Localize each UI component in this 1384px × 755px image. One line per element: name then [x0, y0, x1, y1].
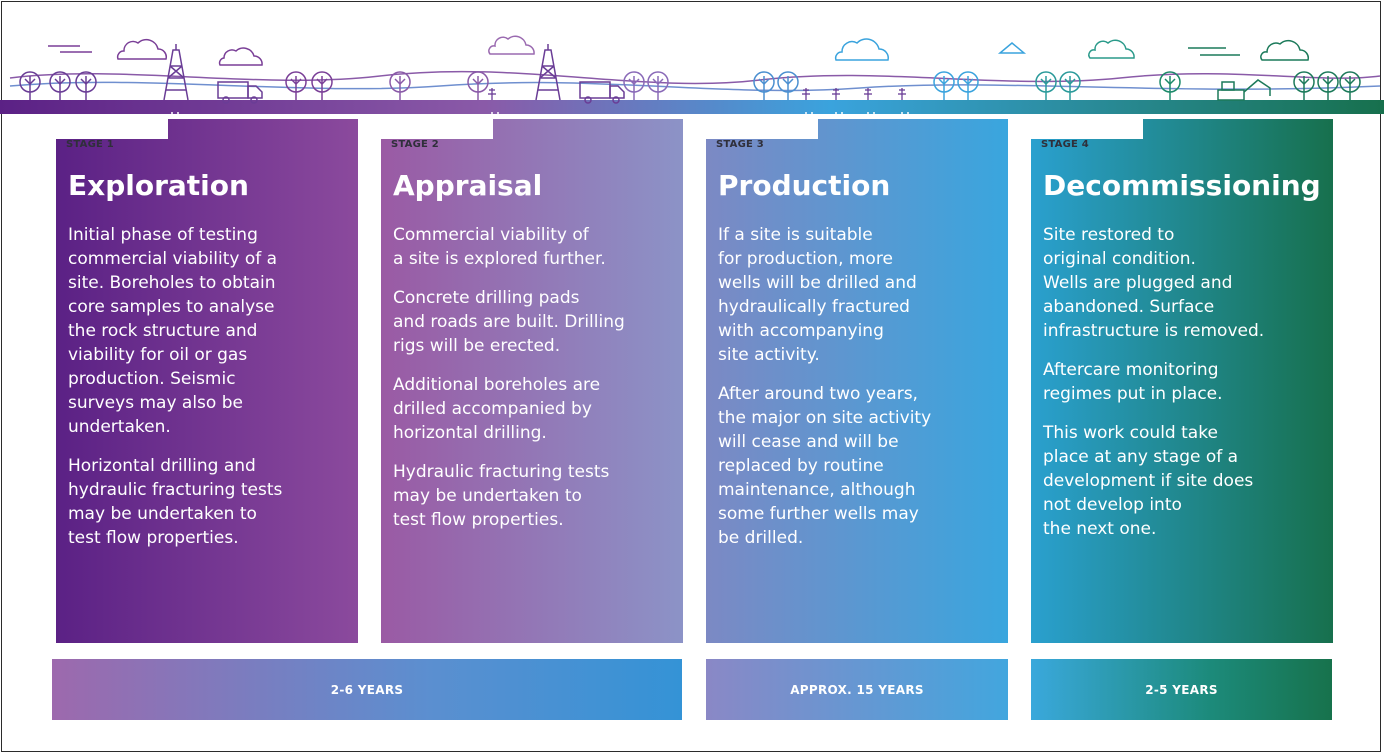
cloud-icon: [488, 35, 535, 55]
tree-icon: [311, 71, 333, 100]
stage-label: STAGE 1: [66, 139, 114, 150]
wellhead-icon: [832, 88, 840, 100]
tree-icon: [1159, 71, 1181, 100]
wellhead-icon: [898, 88, 906, 100]
drilling-rig-icon: [535, 44, 561, 101]
stage-paragraph: Initial phase of testing commercial viab…: [68, 225, 278, 437]
cloud-icon: [1260, 39, 1309, 61]
stage-paragraph: After around two years, the major on sit…: [718, 384, 932, 548]
trees-group: [19, 71, 1361, 100]
truck-icon: [579, 81, 625, 104]
wellhead-icon: [864, 88, 872, 100]
cloud-icon: [1088, 39, 1135, 59]
cloud-icon: [116, 38, 167, 60]
excavator-icon: [1217, 79, 1271, 101]
duration-bar-stages-1-2: 2-6 YEARS: [52, 659, 682, 720]
stage-paragraph: Hydraulic fracturing tests may be undert…: [393, 462, 610, 530]
tree-icon: [1339, 71, 1361, 100]
stage-card-appraisal: STAGE 2 Appraisal Commercial viability o…: [381, 119, 683, 643]
stage-title: Production: [718, 169, 891, 202]
stage-tab: STAGE 2: [381, 119, 493, 150]
stage-label: STAGE 3: [716, 139, 764, 150]
stage-description: If a site is suitable for production, mo…: [718, 223, 1004, 565]
truck-icon: [217, 81, 263, 104]
tree-icon: [467, 71, 489, 100]
duration-label: 2-5 YEARS: [1145, 682, 1218, 697]
tree-icon: [49, 71, 71, 100]
wellhead-icon: [488, 88, 496, 100]
tree-icon: [1317, 71, 1339, 100]
duration-bar-stage-4: 2-5 YEARS: [1031, 659, 1332, 720]
stage-tab: STAGE 4: [1031, 119, 1143, 150]
stage-card-production: STAGE 3 Production If a site is suitable…: [706, 119, 1008, 643]
tree-icon: [957, 71, 979, 100]
stage-card-exploration: STAGE 1 Exploration Initial phase of tes…: [56, 119, 358, 643]
tree-icon: [647, 71, 669, 100]
stage-paragraph: Site restored to original condition. Wel…: [1043, 225, 1265, 341]
tree-icon: [1035, 71, 1057, 100]
hill-line: [9, 70, 1381, 85]
stage-paragraph: If a site is suitable for production, mo…: [718, 225, 917, 365]
stage-description: Commercial viability of a site is explor…: [393, 223, 679, 547]
cloud-icon: [997, 42, 1027, 54]
stage-label: STAGE 2: [391, 139, 439, 150]
stage-paragraph: Concrete drilling pads and roads are bui…: [393, 288, 625, 356]
tree-icon: [1293, 71, 1315, 100]
tree-icon: [623, 71, 645, 100]
stage-tab: STAGE 1: [56, 119, 168, 150]
tree-icon: [1059, 71, 1081, 100]
tree-icon: [933, 71, 955, 100]
tree-icon: [777, 71, 799, 100]
stage-paragraph: Additional boreholes are drilled accompa…: [393, 375, 601, 443]
tree-icon: [285, 71, 307, 100]
drilling-rig-icon: [163, 44, 189, 101]
stage-tab: STAGE 3: [706, 119, 818, 150]
stage-title: Exploration: [68, 169, 249, 202]
stage-description: Site restored to original condition. Wel…: [1043, 223, 1329, 556]
duration-label: 2-6 YEARS: [330, 682, 404, 697]
stage-label: STAGE 4: [1041, 139, 1089, 150]
tree-icon: [389, 71, 411, 100]
ground-band: [0, 100, 1384, 114]
duration-label: APPROX. 15 YEARS: [790, 682, 924, 697]
tree-icon: [753, 71, 775, 100]
stage-paragraph: This work could take place at any stage …: [1043, 423, 1254, 539]
duration-bar-stage-3: APPROX. 15 YEARS: [706, 659, 1008, 720]
cloud-icon: [218, 47, 263, 66]
wellhead-icon: [802, 88, 810, 100]
stage-paragraph: Commercial viability of a site is explor…: [393, 225, 606, 269]
stage-title: Decommissioning: [1043, 169, 1321, 202]
stage-card-decommissioning: STAGE 4 Decommissioning Site restored to…: [1031, 119, 1333, 643]
stage-paragraph: Aftercare monitoring regimes put in plac…: [1043, 360, 1223, 404]
stage-description: Initial phase of testing commercial viab…: [68, 223, 354, 565]
hill-line: [9, 81, 1381, 92]
stage-title: Appraisal: [393, 169, 543, 202]
cloud-icon: [834, 38, 889, 61]
landscape-illustration: [0, 35, 1384, 130]
stage-paragraph: Horizontal drilling and hydraulic fractu…: [68, 456, 283, 548]
tree-icon: [19, 71, 41, 100]
tree-icon: [75, 71, 97, 100]
